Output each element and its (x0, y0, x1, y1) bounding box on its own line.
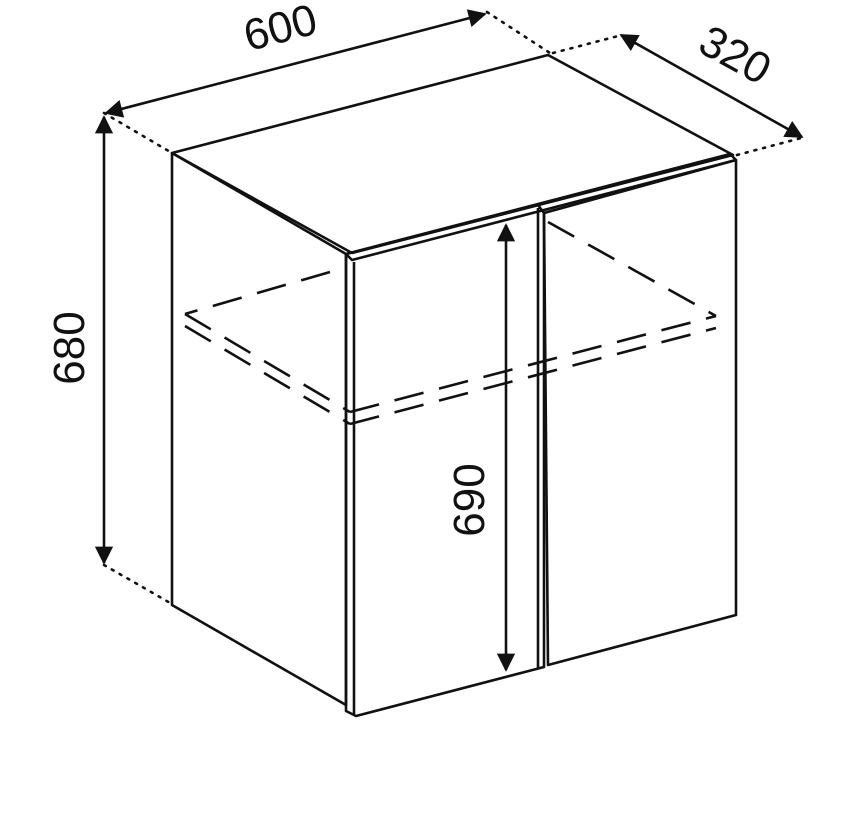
left-door (344, 203, 546, 718)
extension-line-depth-back (551, 33, 624, 55)
extension-line-bottom-left (102, 563, 174, 606)
height-label: 680 (45, 311, 94, 384)
extension-line-top-back (485, 10, 552, 55)
extension-line-top-left (102, 111, 174, 155)
shelf-right-edge (547, 220, 717, 318)
extension-line-depth-front (735, 135, 807, 157)
width-label: 600 (239, 0, 322, 61)
door-height-label: 690 (445, 463, 494, 536)
shelf-front-edge-lower (349, 326, 717, 426)
shelf-back-edge (184, 270, 331, 316)
depth-dimension-line (619, 33, 804, 139)
right-door (542, 158, 738, 667)
shelf-left-edge (184, 312, 351, 414)
width-dimension-line (104, 9, 487, 118)
cabinet-top (170, 53, 735, 255)
shelf-front-edge (349, 314, 717, 414)
shelf-left-edge-lower (184, 324, 351, 426)
